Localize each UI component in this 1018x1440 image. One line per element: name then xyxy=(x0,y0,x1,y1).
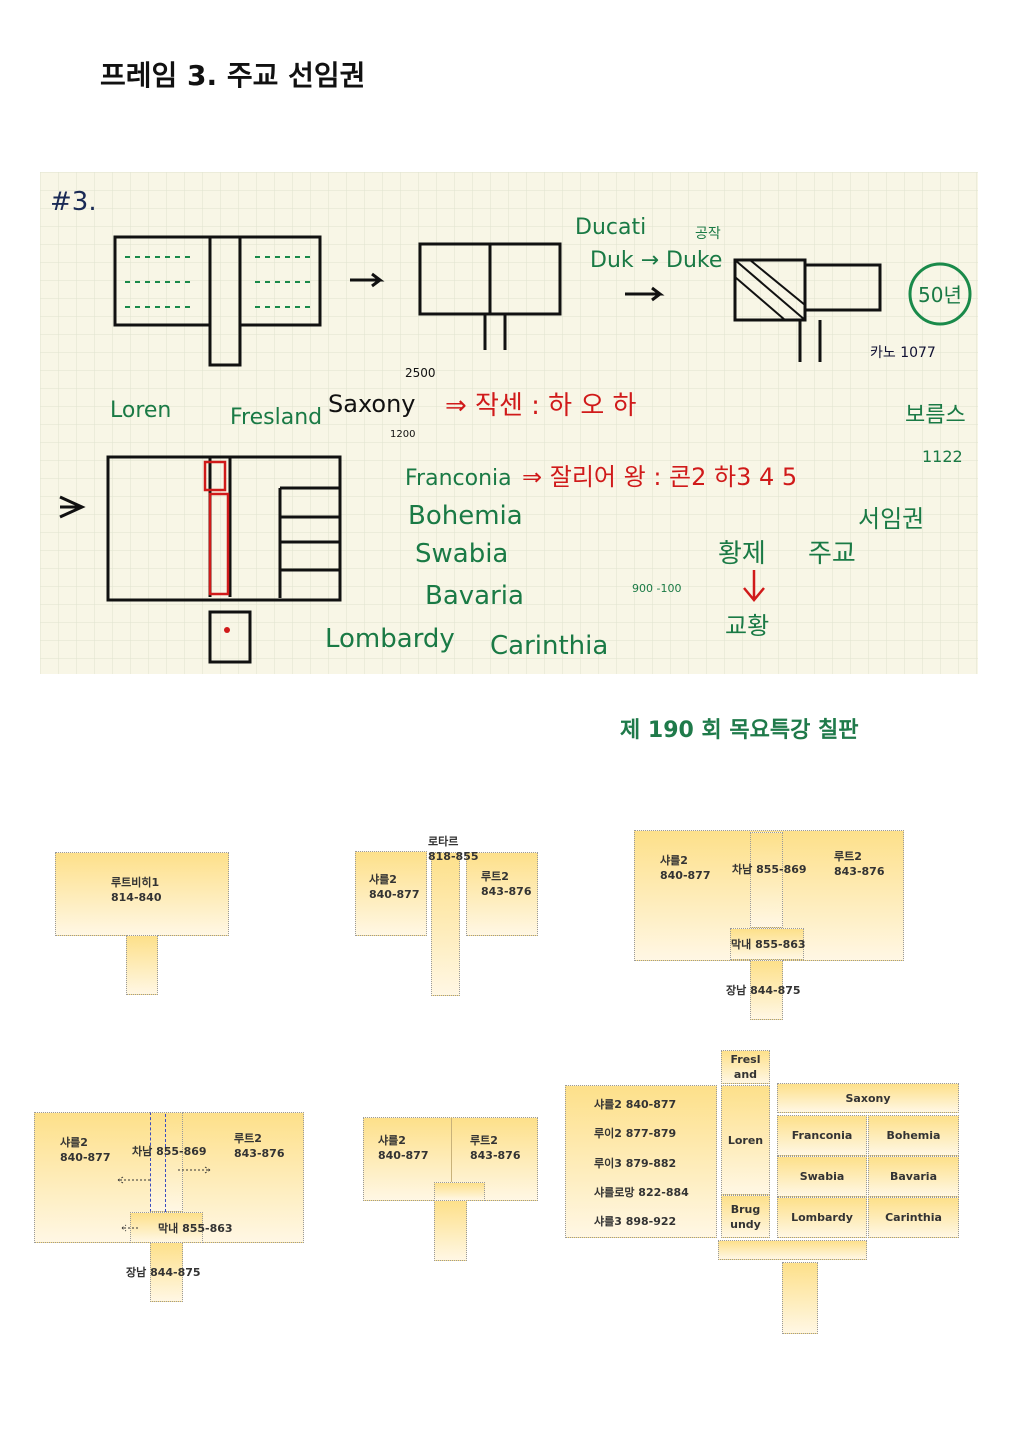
d6-duchy: Franconia xyxy=(777,1115,867,1156)
d2-right-name: 루트2 xyxy=(481,870,509,883)
d3-left-name: 샤를2 xyxy=(660,854,688,867)
d6-ruler: 루이2 877-879 xyxy=(594,1127,677,1140)
whiteboard-photo: #3. Ducati 공작 Duk → Duke 50년 카노 1077 Lor… xyxy=(40,172,978,674)
d6-duchy: Bavaria xyxy=(868,1156,959,1197)
label-pope: 교황 xyxy=(725,612,769,640)
d3-left-years: 840-877 xyxy=(660,869,711,882)
label-bishop: 주교 xyxy=(808,539,856,569)
d6-saxony: Saxony xyxy=(777,1083,959,1113)
d3-youngest: 막내 855-863 xyxy=(731,938,806,951)
d4-left-name: 샤를2 xyxy=(60,1136,88,1149)
label-50-years: 50년 xyxy=(918,283,962,307)
d6-loren: Loren xyxy=(721,1085,770,1195)
d4-center: 차남 855-869 xyxy=(132,1145,207,1158)
d4-right-years: 843-876 xyxy=(234,1147,285,1160)
label-duke: Duk → Duke xyxy=(590,248,722,273)
d6-ruler: 샤를로망 822-884 xyxy=(594,1186,689,1199)
label-worms: 보름스 xyxy=(905,403,966,428)
d6-ruler: 루이3 879-882 xyxy=(594,1157,677,1170)
d3-right-years: 843-876 xyxy=(834,865,885,878)
d4-left-years: 840-877 xyxy=(60,1151,111,1164)
d4-right-name: 루트2 xyxy=(234,1132,262,1145)
d6-duchy: Swabia xyxy=(777,1156,867,1197)
label-swabia: Swabia xyxy=(415,539,508,569)
page-title: 프레임 3. 주교 선임권 xyxy=(100,59,366,92)
d1-name: 루트비히1 xyxy=(111,876,160,889)
label-1200: 1200 xyxy=(390,429,415,440)
label-bohemia: Bohemia xyxy=(408,501,523,531)
label-saxon: ⇒ 작센 : 하 오 하 xyxy=(445,391,637,421)
caption: 제 190 회 목요특강 칠판 xyxy=(620,718,859,743)
label-investiture: 서임권 xyxy=(858,505,924,533)
d2-right-years: 843-876 xyxy=(481,885,532,898)
d4-youngest: 막내 855-863 xyxy=(158,1222,233,1235)
d5-left-years: 840-877 xyxy=(378,1149,429,1162)
d2-center-years: 818-855 xyxy=(428,850,479,863)
d5-left-name: 샤를2 xyxy=(378,1134,406,1147)
label-carinthia: Carinthia xyxy=(490,631,608,661)
label-lombardy: Lombardy xyxy=(325,624,455,654)
d2-left-name: 샤를2 xyxy=(369,873,397,886)
d6-burgundy: Brug undy xyxy=(721,1195,770,1238)
label-franconia: Franconia xyxy=(405,466,512,491)
d1-years: 814-840 xyxy=(111,891,162,904)
label-2500: 2500 xyxy=(405,366,436,380)
d3-eldest: 장남 844-875 xyxy=(726,984,801,997)
label-fresland: Fresland xyxy=(230,405,322,430)
d4-eldest: 장남 844-875 xyxy=(126,1266,201,1279)
d5-right-name: 루트2 xyxy=(470,1134,498,1147)
label-900: 900 -100 xyxy=(632,582,681,595)
label-salian: ⇒ 잘리어 왕 : 콘2 하3 4 5 xyxy=(522,463,797,491)
d6-ruler: 샤를2 840-877 xyxy=(594,1098,677,1111)
label-gongjak: 공작 xyxy=(695,226,721,242)
d6-ruler: 샤를3 898-922 xyxy=(594,1215,677,1228)
d5-right-years: 843-876 xyxy=(470,1149,521,1162)
label-1122: 1122 xyxy=(922,447,963,466)
d2-center-name: 로타르 xyxy=(428,835,459,848)
d3-right-name: 루트2 xyxy=(834,850,862,863)
label-kano: 카노 1077 xyxy=(870,345,936,361)
label-bavaria: Bavaria xyxy=(425,581,524,611)
label-loren: Loren xyxy=(110,398,171,423)
label-ducati: Ducati xyxy=(575,215,646,240)
d6-fresland: Fresl and xyxy=(721,1050,770,1084)
label-saxony: Saxony xyxy=(328,390,416,418)
d6-duchy: Bohemia xyxy=(868,1115,959,1156)
frame-number: #3. xyxy=(50,187,97,217)
d2-left-years: 840-877 xyxy=(369,888,420,901)
label-emperor: 황제 xyxy=(718,539,766,569)
d3-center: 차남 855-869 xyxy=(732,863,807,876)
d6-duchy: Lombardy xyxy=(777,1197,867,1238)
expansion-arrows xyxy=(117,1166,211,1232)
d6-duchy: Carinthia xyxy=(868,1197,959,1238)
